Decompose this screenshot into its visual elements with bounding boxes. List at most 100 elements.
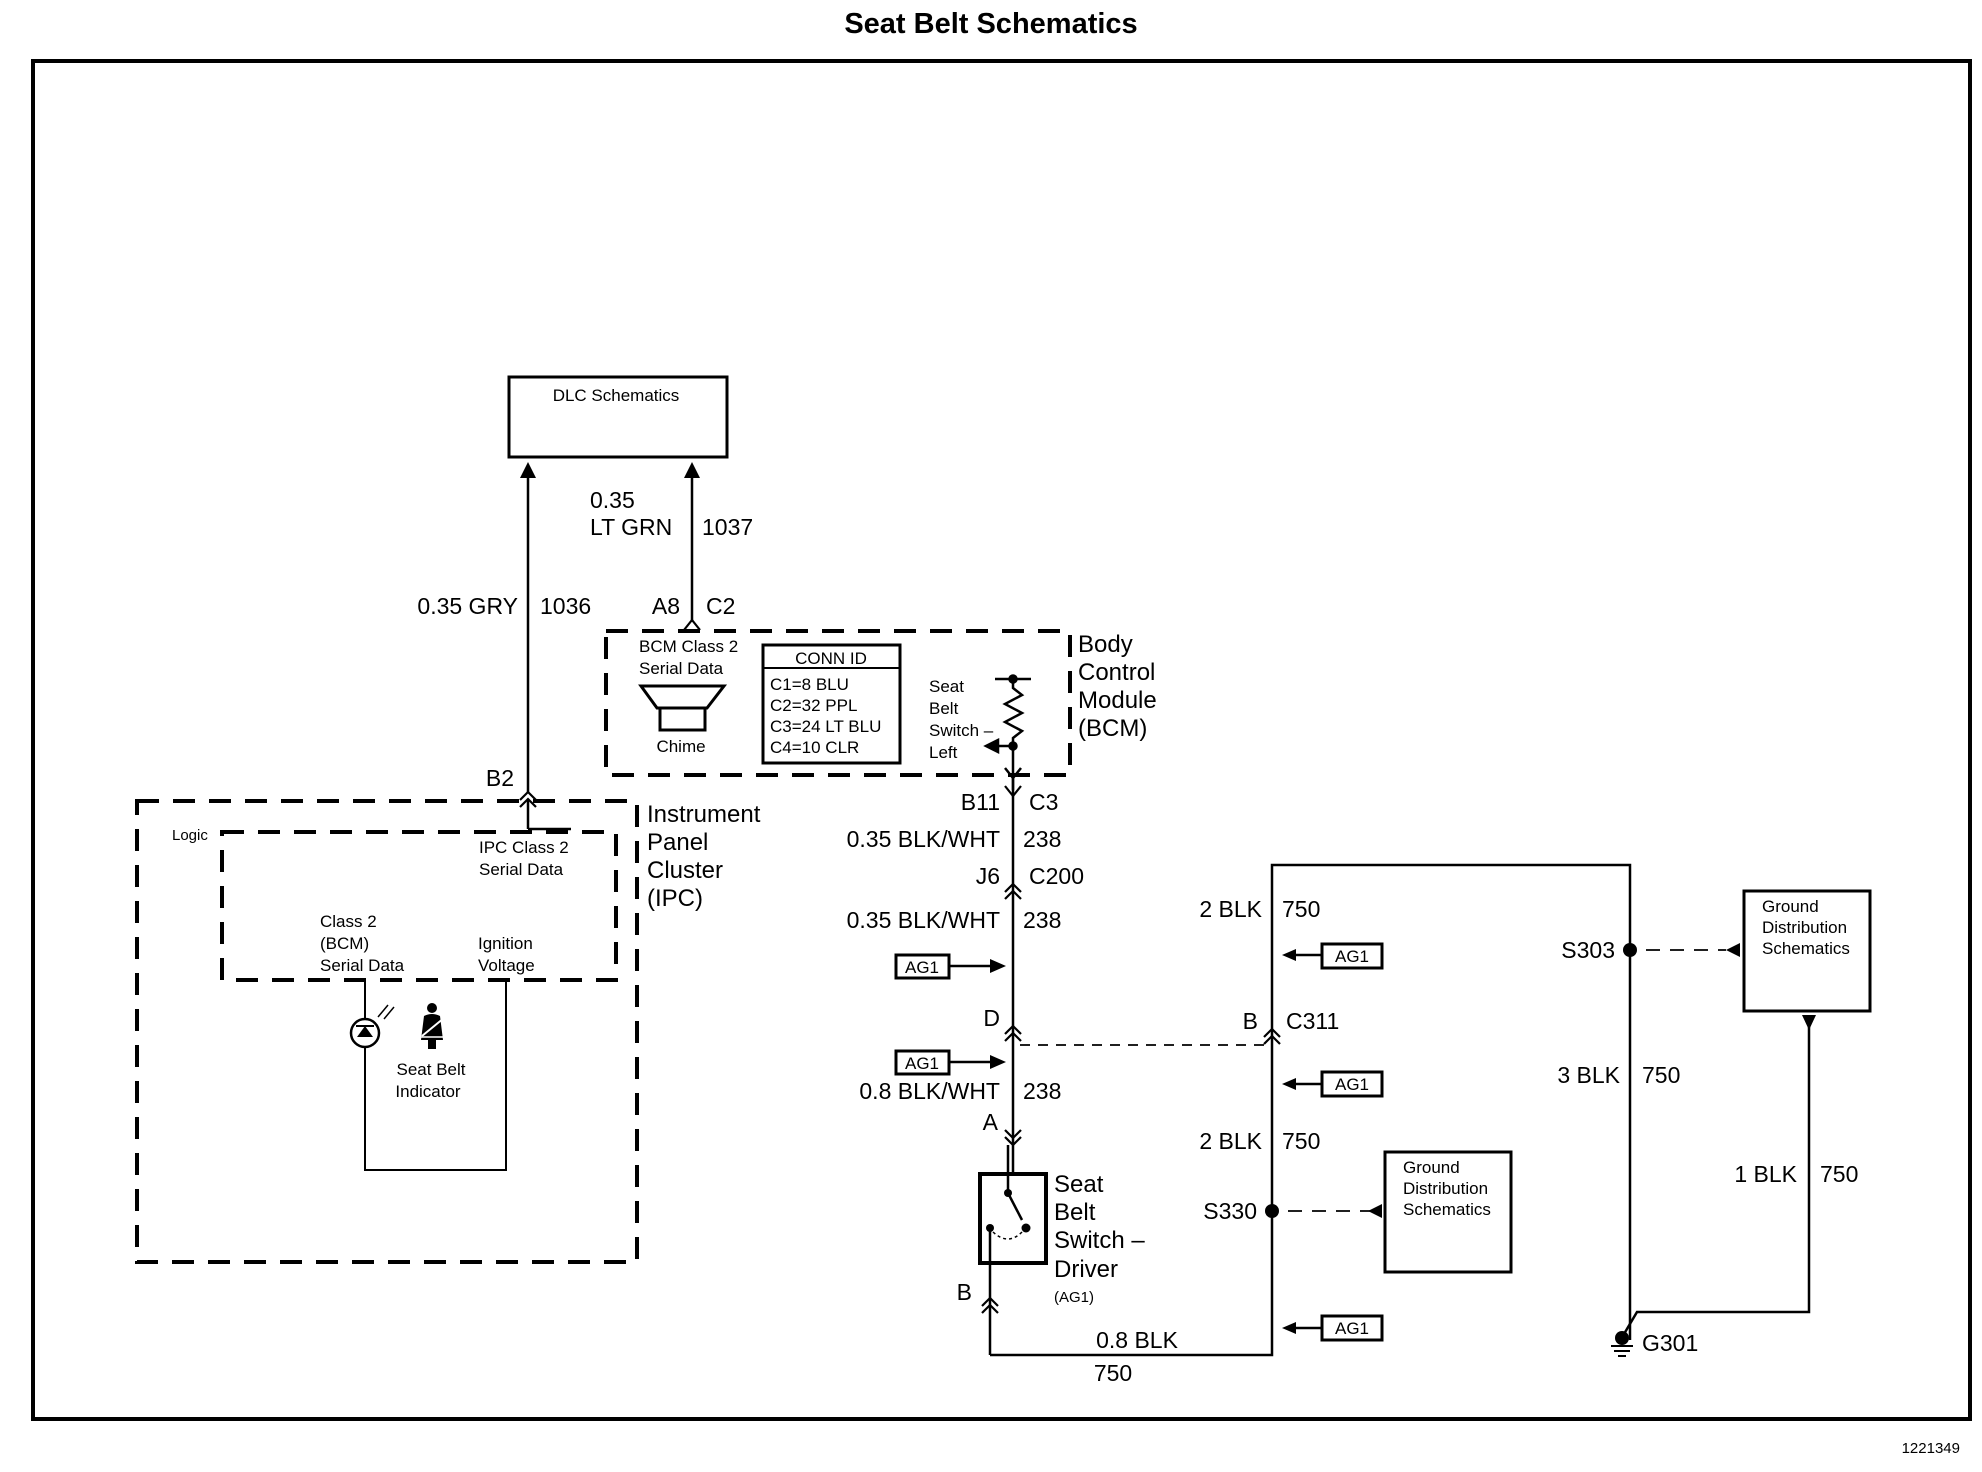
logic-block (220, 830, 618, 982)
svg-text:Schematics: Schematics (1403, 1200, 1491, 1219)
connector-id: C2 (706, 593, 735, 619)
switch-driver-label: Switch – (1054, 1227, 1145, 1254)
svg-text:AG1: AG1 (1335, 947, 1369, 966)
connector-pin: B11 (961, 789, 1000, 815)
wire-label: 1 BLK (1734, 1161, 1797, 1187)
ground-icon (1611, 1345, 1633, 1357)
connector-icon (981, 1296, 999, 1307)
wire-label: 0.35 BLK/WHT (847, 907, 1000, 933)
conn-id-row: C3=24 LT BLU (770, 717, 881, 736)
chime-label: Chime (656, 737, 705, 756)
circuit-label: 750 (1642, 1062, 1680, 1088)
dlc-schematics-box[interactable]: DLC Schematics (507, 375, 729, 459)
ignition-label: Ignition (478, 934, 533, 953)
svg-text:AG1: AG1 (1335, 1319, 1369, 1338)
conn-id-row: C1=8 BLU (770, 675, 849, 694)
arrow-left-icon (1282, 1078, 1296, 1090)
figure-id: 1221349 (1901, 1440, 1960, 1457)
splice-s330: S330 (1203, 1198, 1382, 1224)
option-tag-ag1[interactable]: AG1 (1282, 1070, 1384, 1098)
wire-label: 3 BLK (1557, 1062, 1620, 1088)
ground-g301: G301 (1611, 1330, 1698, 1357)
wire-gry-1036: 0.35 GRY 1036 (417, 462, 591, 792)
ground-distribution-box[interactable]: Ground Distribution Schematics (1383, 1150, 1513, 1274)
svg-text:Distribution: Distribution (1403, 1179, 1488, 1198)
ipc-module[interactable]: Instrument Panel Cluster (IPC) Logic IPC… (135, 799, 761, 1264)
indicator-label: Indicator (395, 1082, 461, 1101)
wire-label: 0.35 GRY (417, 593, 518, 619)
ipc-serial-label: Serial Data (479, 860, 564, 879)
connector-id: C200 (1029, 863, 1084, 889)
conn-id-header: CONN ID (795, 649, 867, 668)
led-indicator-icon (349, 1004, 395, 1049)
circuit-label: 238 (1023, 907, 1061, 933)
bcm-name-line: Module (1078, 687, 1157, 714)
svg-text:AG1: AG1 (905, 1054, 939, 1073)
wire-blkwht-238: B11 C3 0.35 BLK/WHT 238 J6 C200 0.35 BLK… (847, 778, 1084, 1175)
wire-label: 2 BLK (1199, 1128, 1262, 1154)
ignition-label: Voltage (478, 956, 535, 975)
wire-color: LT GRN (590, 514, 672, 540)
connector-icon (1263, 1027, 1281, 1038)
connector-id: C3 (1029, 789, 1058, 815)
circuit-label: 750 (1820, 1161, 1858, 1187)
arrow-left-icon (1282, 949, 1296, 961)
switch-driver-label: Seat (1054, 1171, 1104, 1198)
bcm-serial-label: Serial Data (639, 659, 724, 678)
dlc-label: DLC Schematics (553, 386, 680, 405)
wire-label: 0.8 BLK/WHT (859, 1078, 1000, 1104)
wire-gauge: 0.35 (590, 487, 635, 513)
splice-s303: S303 (1561, 937, 1740, 963)
class2-label: Serial Data (320, 956, 405, 975)
svg-text:AG1: AG1 (1335, 1075, 1369, 1094)
circuit-label: 750 (1094, 1360, 1132, 1386)
switch-option-label: (AG1) (1054, 1289, 1094, 1306)
conn-id-row: C4=10 CLR (770, 738, 859, 757)
class2-label: (BCM) (320, 934, 369, 953)
ipc-name-line: Panel (647, 829, 708, 856)
arrow-down-icon (1802, 1015, 1816, 1030)
connector-id: C311 (1286, 1008, 1339, 1034)
bcm-module[interactable]: Body Control Module (BCM) BCM Class 2 Se… (604, 629, 1157, 790)
svg-text:S303: S303 (1561, 937, 1615, 963)
switch-driver-label: Belt (1054, 1199, 1096, 1226)
connector-pin: J6 (976, 863, 1000, 889)
arrow-right-icon (990, 1055, 1006, 1069)
connector-icon (1004, 785, 1022, 798)
conn-id-table: CONN ID C1=8 BLU C2=32 PPL C3=24 LT BLU … (761, 643, 902, 765)
option-tag-ag1[interactable]: AG1 (1282, 942, 1384, 970)
option-tag-ag1[interactable]: AG1 (1282, 1314, 1384, 1342)
splice-dot-icon (1623, 943, 1637, 957)
circuit-label: 238 (1023, 826, 1061, 852)
splice-dot-icon (1265, 1204, 1279, 1218)
svg-text:Schematics: Schematics (1762, 939, 1850, 958)
seat-belt-switch-driver[interactable]: Seat Belt Switch – Driver (AG1) (978, 1145, 1145, 1355)
switch-contact-icon (1021, 1223, 1031, 1233)
option-tag-ag1[interactable]: AG1 (894, 1049, 1006, 1076)
wire-label: 2 BLK (1199, 896, 1262, 922)
connector-icon (1004, 1129, 1022, 1140)
ipc-name-line: (IPC) (647, 885, 703, 912)
ipc-name-line: Cluster (647, 857, 723, 884)
circuit-label: 750 (1282, 896, 1320, 922)
connector-pin: D (983, 1005, 1000, 1031)
arrow-left-icon (1726, 943, 1740, 957)
switch-left-label: Seat (929, 677, 964, 696)
connector-pin: B (1243, 1008, 1258, 1034)
indicator-label: Seat Belt (397, 1060, 466, 1079)
resistor-icon (983, 674, 1031, 790)
bcm-name-line: (BCM) (1078, 715, 1147, 742)
svg-text:Ground: Ground (1403, 1158, 1460, 1177)
ground-distribution-box[interactable]: Ground Distribution Schematics (1742, 889, 1872, 1013)
arrow-up-icon (684, 462, 700, 478)
logic-label: Logic (172, 827, 208, 844)
diagram-frame (31, 59, 1972, 1421)
wire-blk-750-g301: 1 BLK 750 (1622, 1015, 1858, 1335)
wire-blk-750-bottom: 0.8 BLK 750 (990, 863, 1632, 1386)
connector-icon (1004, 1024, 1022, 1035)
ipc-serial-label: IPC Class 2 (479, 838, 569, 857)
bcm-name-line: Body (1078, 631, 1133, 658)
option-tag-ag1[interactable]: AG1 (894, 953, 1006, 980)
bcm-serial-label: BCM Class 2 (639, 637, 738, 656)
circuit-label: 1037 (702, 514, 753, 540)
